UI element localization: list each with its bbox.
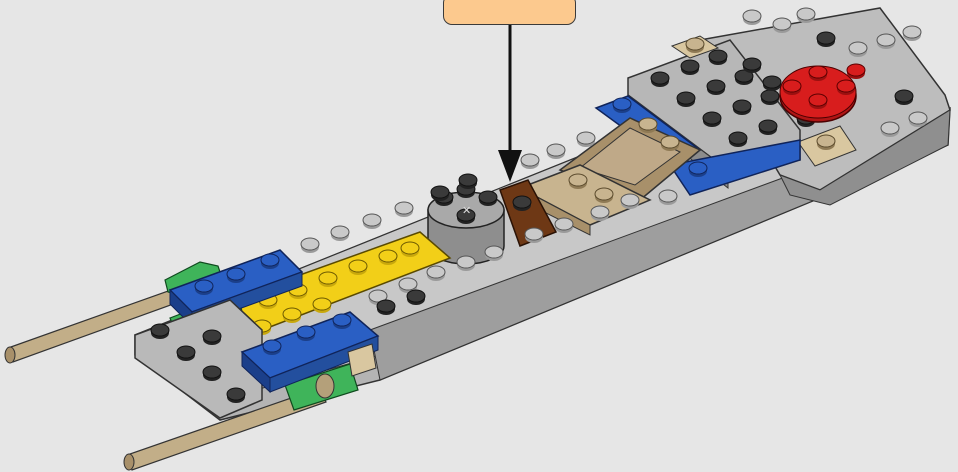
svg-text:✕: ✕ xyxy=(462,204,471,217)
down-arrow-icon xyxy=(498,25,522,182)
